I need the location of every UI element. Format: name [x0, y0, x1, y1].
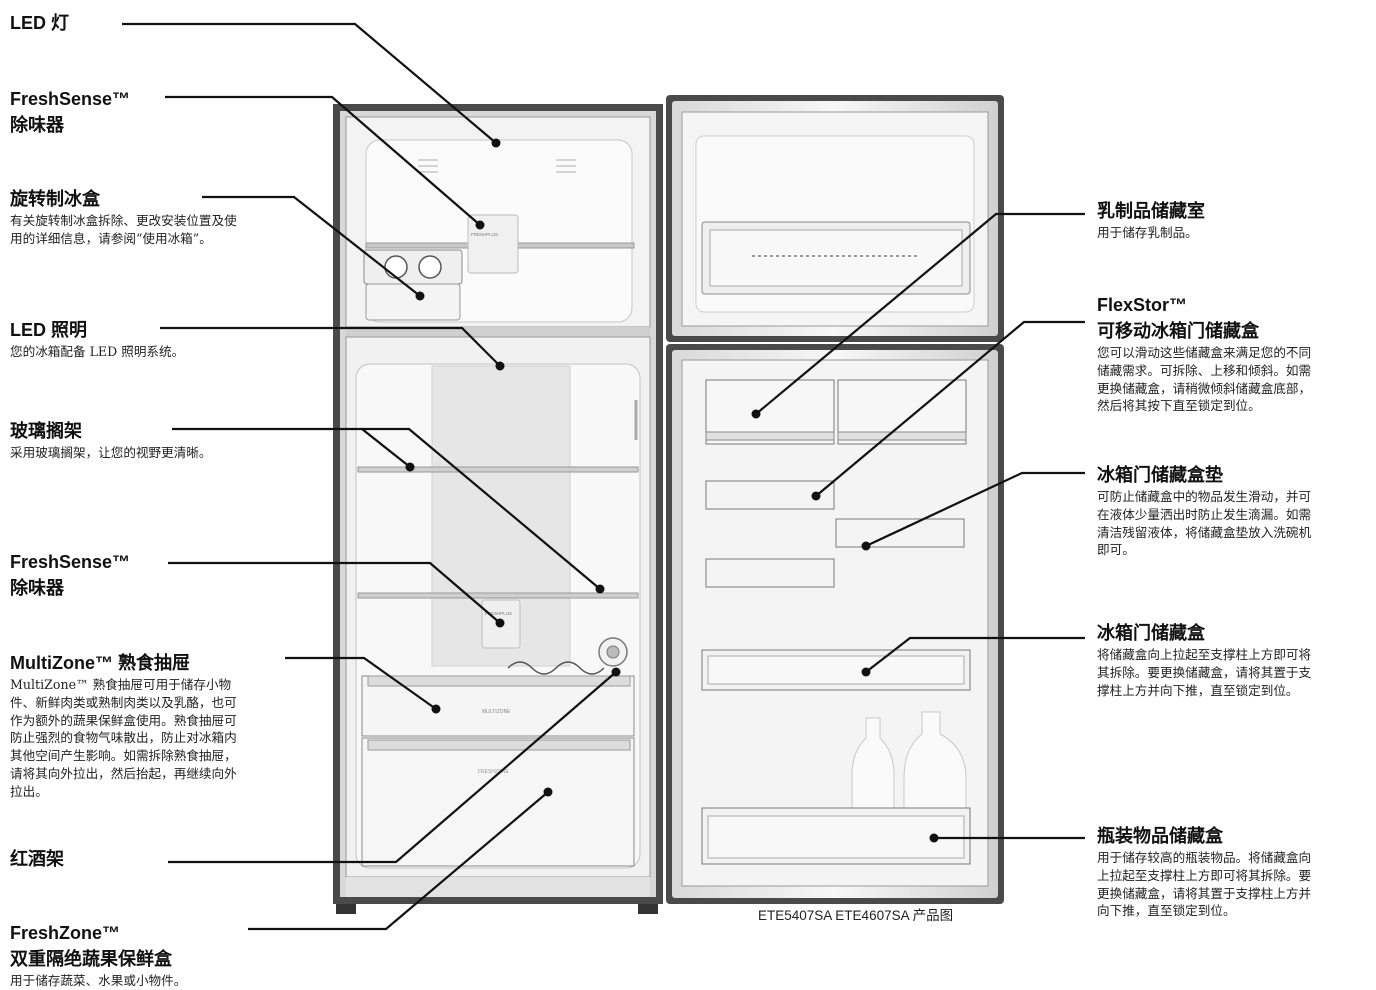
label-ice-maker: 旋转制冰盒 有关旋转制冰盒拆除、更改安装位置及使 用的详细信息，请参阅“使用冰箱… — [10, 186, 310, 248]
label-title: 旋转制冰盒 — [10, 189, 100, 209]
freshsense-mid-text: FRESHPLUS — [485, 611, 512, 616]
leader-wine-rack — [168, 671, 617, 864]
leader-led-lighting — [160, 326, 501, 367]
leader-door-bin-mat — [865, 471, 1085, 547]
label-description: 将储藏盒向上拉起至支撑柱上方即可将 其拆除。要更换储藏盒，请将其置于支 撑柱上方… — [1097, 647, 1312, 698]
label-title: FreshZone™ 双重隔绝蔬果保鲜盒 — [10, 923, 172, 969]
leader-multizone — [285, 656, 437, 710]
leader-lines-right — [755, 212, 1085, 840]
fridge-doors — [666, 95, 1004, 904]
leader-lines-left — [122, 22, 617, 931]
label-description: MultiZone™ 熟食抽屉可用于储存小物 件、新鲜肉类或熟制肉类以及乳酪，也… — [10, 677, 237, 799]
leader-dots-right — [751, 409, 939, 843]
wine-rack — [507, 661, 605, 675]
label-multizone: MultiZone™ 熟食抽屉 MultiZone™ 熟食抽屉可用于储存小物 件… — [10, 650, 310, 801]
label-description: 您可以滑动这些储藏盒来满足您的不同 储藏需求。可拆除、上移和倾斜。如需 更换储藏… — [1097, 345, 1312, 414]
freshzone-crisper — [361, 737, 635, 867]
label-title: 瓶装物品储藏盒 — [1097, 826, 1223, 846]
label-led-light: LED 灯 — [10, 10, 69, 36]
label-title: FreshSense™ 除味器 — [10, 89, 131, 135]
leader-ice-maker — [202, 195, 421, 297]
label-description: 用于储存乳制品。 — [1097, 225, 1198, 240]
fridge-cabinet: FRESHPLUS FRESHPLUS MULTIZONE FRESH — [333, 104, 663, 914]
label-bottle-bin: 瓶装物品储藏盒 用于储存较高的瓶装物品。将储藏盒向 上拉起至支撑柱上方即可将其拆… — [1097, 823, 1375, 920]
label-title: 乳制品储藏室 — [1097, 201, 1205, 221]
flexstor-bin-small-2 — [835, 518, 965, 548]
label-description: 您的冰箱配备 LED 照明系统。 — [10, 344, 185, 359]
leader-led-light — [122, 22, 497, 144]
label-description: 可防止储藏盒中的物品发生滑动，并可 在液体少量洒出时防止发生滴漏。如需 清洁残留… — [1097, 489, 1312, 558]
label-freshzone: FreshZone™ 双重隔绝蔬果保鲜盒 用于储存蔬菜、水果或小物件。 — [10, 920, 310, 990]
label-freshsense-mid: FreshSense™ 除味器 — [10, 549, 130, 601]
label-title: FreshSense™ 除味器 — [10, 552, 131, 598]
diagram-caption: ETE5407SA ETE4607SA 产品图 — [758, 908, 954, 923]
leader-freshzone — [248, 791, 549, 931]
label-title: 玻璃搁架 — [10, 421, 82, 441]
label-title: FlexStor™ 可移动冰箱门储藏盒 — [1097, 295, 1259, 341]
leader-door-bin — [865, 636, 1085, 673]
label-freshsense-top: FreshSense™ 除味器 — [10, 86, 130, 138]
label-door-bin: 冰箱门储藏盒 将储藏盒向上拉起至支撑柱上方即可将 其拆除。要更换储藏盒，请将其置… — [1097, 620, 1375, 699]
label-flexstor: FlexStor™ 可移动冰箱门储藏盒 您可以滑动这些储藏盒来满足您的不同 储藏… — [1097, 292, 1375, 415]
label-description: 有关旋转制冰盒拆除、更改安装位置及使 用的详细信息，请参阅“使用冰箱”。 — [10, 213, 237, 246]
leader-glass-shelf-2 — [362, 427, 601, 590]
freshzone-crisper-text: FRESHZONE — [478, 769, 510, 775]
freshsense-top-unit — [467, 214, 519, 274]
label-glass-shelf: 玻璃搁架 采用玻璃搁架，让您的视野更清晰。 — [10, 418, 310, 462]
label-door-bin-mat: 冰箱门储藏盒垫 可防止储藏盒中的物品发生滑动，并可 在液体少量洒出时防止发生滴漏… — [1097, 462, 1375, 559]
multizone-drawer-text: MULTIZONE — [482, 709, 511, 715]
label-led-lighting: LED 照明 您的冰箱配备 LED 照明系统。 — [10, 317, 310, 361]
leader-freshsense-top — [165, 95, 481, 226]
label-wine-rack: 红酒架 — [10, 846, 64, 872]
label-description: 用于储存较高的瓶装物品。将储藏盒向 上拉起至支撑柱上方即可将其拆除。要 更换储藏… — [1097, 850, 1312, 919]
label-title: LED 灯 — [10, 13, 70, 33]
leader-dairy — [755, 212, 1085, 415]
label-title: MultiZone™ 熟食抽屉 — [10, 653, 190, 673]
label-description: 采用玻璃搁架，让您的视野更清晰。 — [10, 445, 212, 460]
label-title: 冰箱门储藏盒垫 — [1097, 465, 1223, 485]
label-title: 冰箱门储藏盒 — [1097, 623, 1205, 643]
glass-shelf-upper — [357, 466, 639, 473]
label-title: LED 照明 — [10, 320, 88, 340]
leader-dots-left — [405, 138, 621, 797]
label-title: 红酒架 — [10, 849, 64, 869]
freshsense-top-text: FRESHPLUS — [471, 232, 498, 237]
ice-maker — [363, 249, 463, 321]
label-dairy: 乳制品储藏室 用于储存乳制品。 — [1097, 198, 1375, 242]
leader-flexstor — [815, 320, 1085, 497]
label-description: 用于储存蔬菜、水果或小物件。 — [10, 973, 187, 988]
glass-shelf-lower — [357, 592, 639, 599]
flexstor-bin-small-3 — [705, 558, 835, 588]
leader-freshsense-mid — [168, 561, 501, 624]
